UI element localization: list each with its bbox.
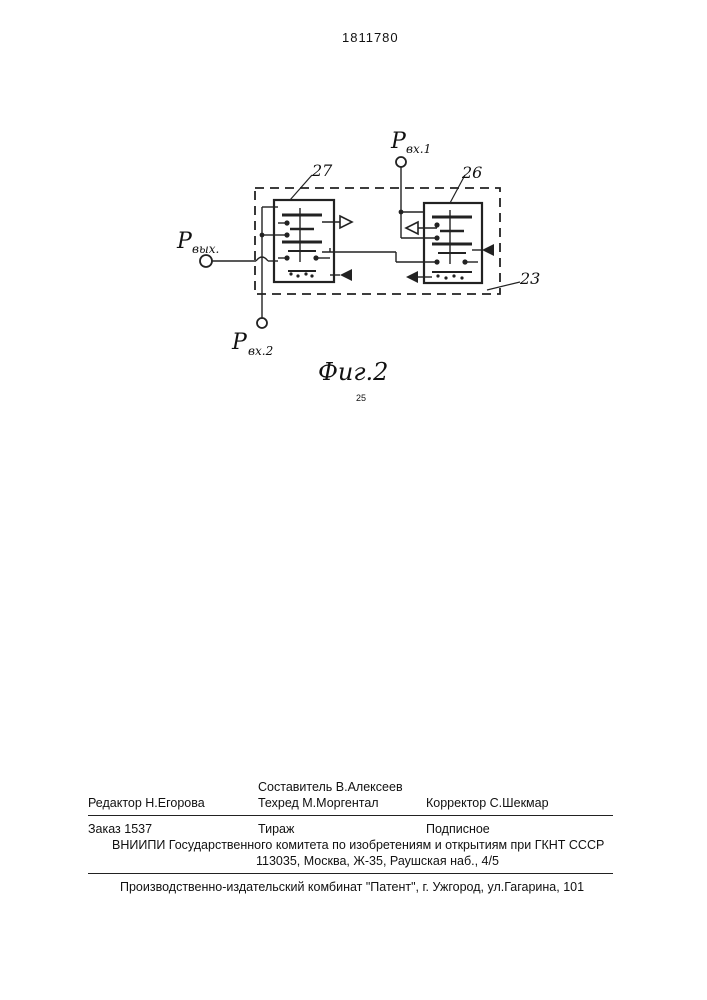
separator-rule: [88, 815, 613, 816]
pneumatic-schematic: 27 26 23 P вых. P вх.1 P вх.2: [0, 0, 707, 420]
relay-block-26: [406, 203, 494, 283]
p-in1-main: P: [390, 129, 407, 154]
p-in2-main: P: [231, 330, 248, 355]
techred-line: Техред М.Моргентал: [258, 796, 379, 810]
institute-line: ВНИИПИ Государственного комитета по изоб…: [112, 838, 604, 852]
separator-rule: [88, 873, 613, 874]
frame-23-number: 23: [519, 269, 540, 288]
compiler-line: Составитель В.Алексеев: [258, 780, 403, 794]
margin-line-number: 25: [356, 393, 366, 403]
block-26-number: 26: [461, 163, 482, 182]
circulation-label: Тираж: [258, 822, 294, 836]
address-line: 113035, Москва, Ж-35, Раушская наб., 4/5: [256, 854, 499, 868]
p-in2-sub: вх.2: [248, 344, 273, 358]
publisher-line: Производственно-издательский комбинат "П…: [120, 880, 584, 894]
editor-line: Редактор Н.Егорова: [88, 796, 205, 810]
p-out-sub: вых.: [192, 242, 219, 256]
corrector-line: Корректор С.Шекмар: [426, 796, 549, 810]
relay-block-27: [274, 200, 352, 282]
p-out-main: P: [176, 229, 193, 254]
block-27-number: 27: [311, 161, 333, 180]
figure-caption: Фиг.2: [318, 358, 388, 386]
p-in1-sub: вх.1: [406, 142, 431, 156]
order-number: Заказ 1537: [88, 822, 152, 836]
subscription-label: Подписное: [426, 822, 490, 836]
